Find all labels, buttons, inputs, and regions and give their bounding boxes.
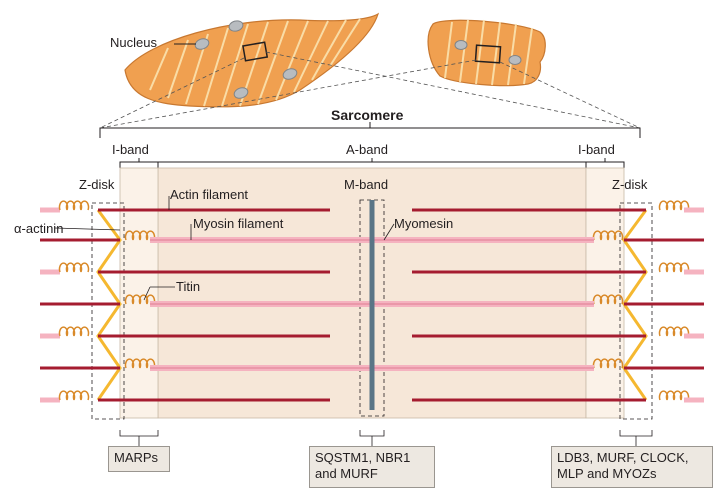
titin-coil [60,263,89,272]
titin-label: Titin [176,280,200,294]
titin-coil [60,327,89,336]
band-brackets [120,158,624,168]
z-disk-proteins-line-2: MLP and MYOZs [557,466,707,482]
z-disk-proteins-line-1: LDB3, MURF, CLOCK, [557,450,707,466]
m-band-proteins-line-2: and MURF [315,466,429,482]
i-band-left-label: I-band [112,143,149,157]
sarcomere-bracket [100,122,640,138]
titin-coil [60,391,89,400]
marps-text: MARPs [114,450,164,466]
myosin-filament-label: Myosin filament [193,217,283,231]
m-band-proteins-box: SQSTM1, NBR1 and MURF [309,446,435,488]
nucleus-label: Nucleus [110,36,157,50]
z-disk-right-label: Z-disk [612,178,647,192]
sarcomere-label: Sarcomere [331,108,403,123]
i-band-right-label: I-band [578,143,615,157]
myomesin-label: Myomesin [394,217,453,231]
alpha-actinin-label: α-actinin [14,222,63,236]
actin-filament-label: Actin filament [170,188,248,202]
m-band-label: M-band [344,178,388,192]
i-band-right-region [586,168,624,418]
z-disk-proteins-box: LDB3, MURF, CLOCK, MLP and MYOZs [551,446,713,488]
i-band-left-region [120,168,158,418]
a-band-label: A-band [346,143,388,157]
titin-coil [60,201,89,210]
m-band-proteins-line-1: SQSTM1, NBR1 [315,450,429,466]
marps-box: MARPs [108,446,170,472]
z-disk-left-label: Z-disk [79,178,114,192]
